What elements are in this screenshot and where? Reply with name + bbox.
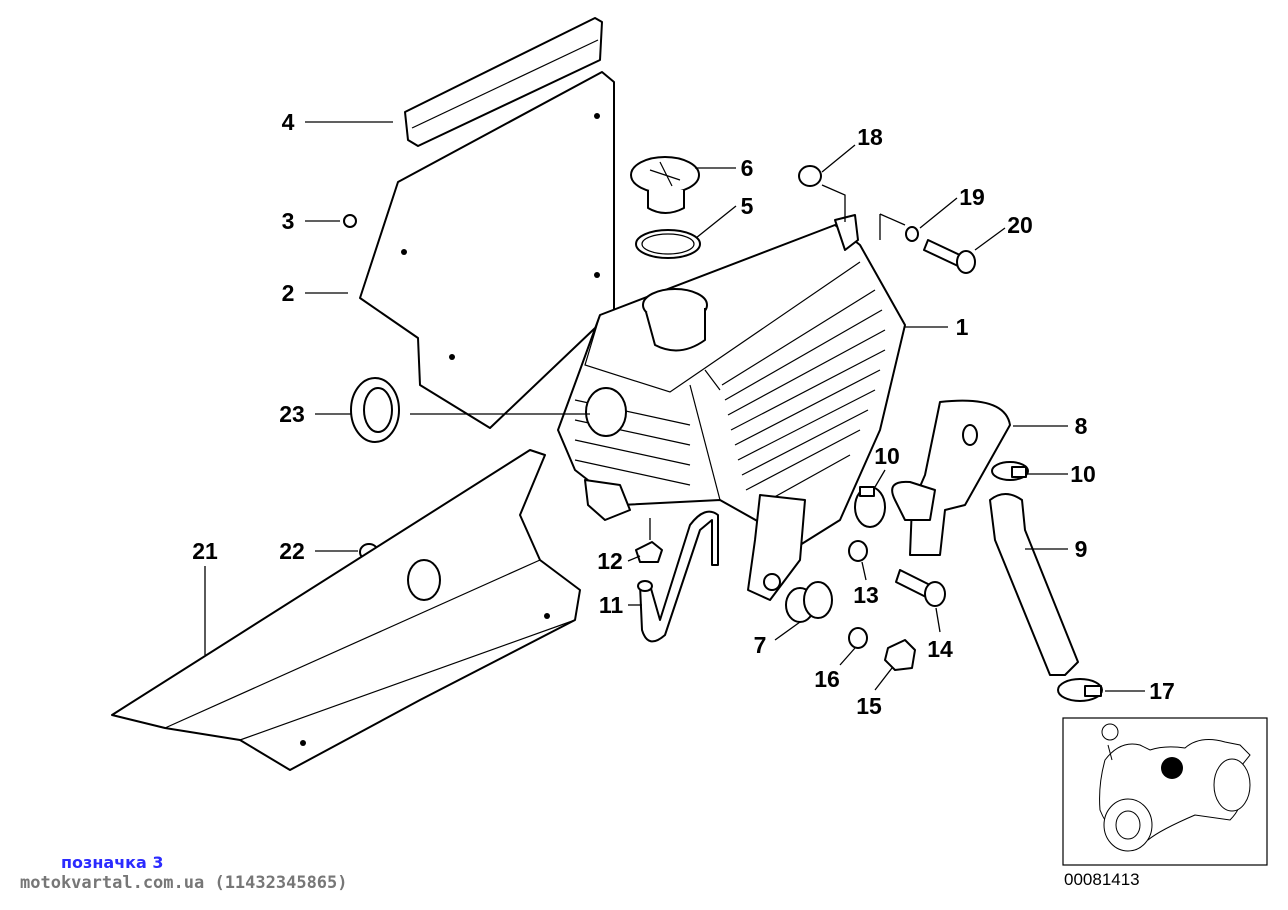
part-10-clamp-a <box>854 486 886 528</box>
callout-18: 18 <box>857 124 883 150</box>
callout-10a: 10 <box>874 443 900 469</box>
part-3-grommet <box>343 214 357 228</box>
part-4-edge-strip <box>404 17 603 147</box>
part-23-seal-ring <box>350 377 400 443</box>
callout-3: 3 <box>282 208 295 234</box>
diagram-number: 00081413 <box>1064 870 1140 889</box>
callout-1: 1 <box>956 314 969 340</box>
callout-23: 23 <box>279 401 305 427</box>
callout-22: 22 <box>279 538 305 564</box>
callout-4: 4 <box>282 109 295 135</box>
callout-17: 17 <box>1149 678 1175 704</box>
part-12-clip <box>635 541 663 563</box>
callout-11: 11 <box>599 592 624 618</box>
callout-19: 19 <box>959 184 985 210</box>
part-21-lower-trim <box>111 449 581 771</box>
part-8-hose <box>891 399 1011 556</box>
part-7-rubber-mount <box>785 581 833 623</box>
callout-6: 6 <box>741 155 754 181</box>
callout-10b: 10 <box>1070 461 1096 487</box>
callout-20: 20 <box>1007 212 1033 238</box>
callout-12: 12 <box>597 548 623 574</box>
part-6-filler-cap <box>630 156 700 214</box>
callout-16: 16 <box>814 666 840 692</box>
part-11-pipe <box>637 510 719 643</box>
locator-marker <box>1161 757 1183 779</box>
locator-inset <box>1062 717 1268 866</box>
part-18-bushing <box>798 165 822 187</box>
part-16-washer <box>848 627 868 649</box>
callout-21: 21 <box>192 538 218 564</box>
callout-7: 7 <box>754 632 767 658</box>
part-14-screw <box>895 569 946 607</box>
part-15-nut-clip <box>884 639 916 671</box>
watermark-label: позначка 3 <box>61 853 164 872</box>
callout-8: 8 <box>1075 413 1088 439</box>
callout-15: 15 <box>856 693 882 719</box>
part-19-washer <box>905 226 919 242</box>
callout-14: 14 <box>927 636 953 662</box>
callout-labels: 4 3 2 23 21 22 6 5 18 19 20 1 8 10 10 9 … <box>192 109 1175 719</box>
callout-2: 2 <box>282 280 295 306</box>
callout-9: 9 <box>1075 536 1088 562</box>
callout-5: 5 <box>741 193 754 219</box>
part-2-cover-panel <box>359 71 615 429</box>
leader-lines <box>204 121 1145 692</box>
part-1-oil-tank <box>557 214 906 601</box>
callout-13: 13 <box>853 582 879 608</box>
watermark-site: motokvartal.com.ua (11432345865) <box>20 873 348 893</box>
part-9-hose <box>989 493 1079 676</box>
part-20-bolt <box>923 239 976 274</box>
part-5-o-ring <box>635 229 701 259</box>
part-17-clamp <box>1057 678 1103 702</box>
part-13-washer <box>848 540 868 562</box>
part-10-clamp-b <box>991 461 1029 481</box>
